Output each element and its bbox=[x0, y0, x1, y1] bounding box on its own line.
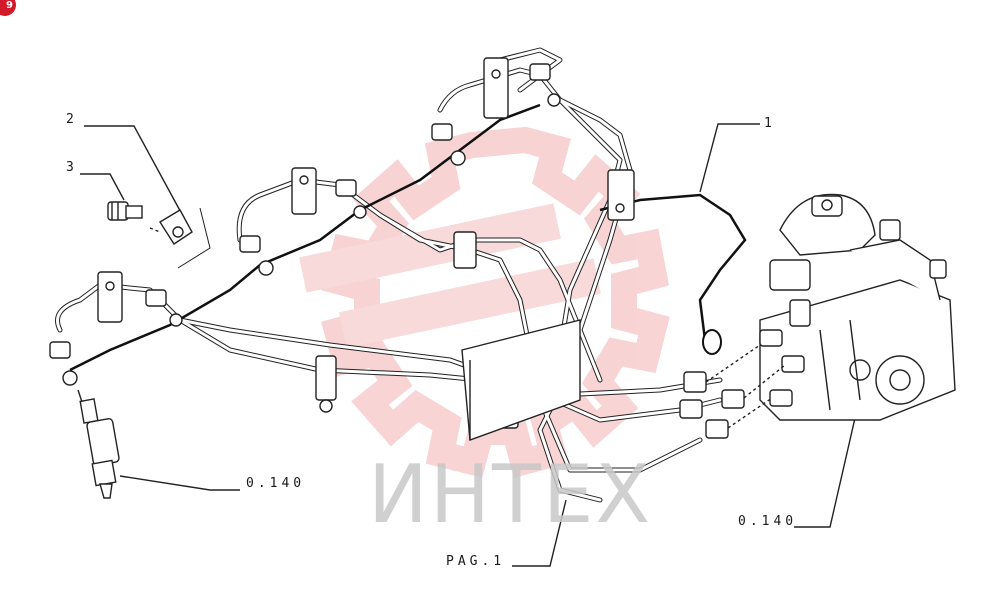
leader-bracket bbox=[177, 207, 211, 269]
watermark-text: ИНТЕХ bbox=[368, 448, 653, 541]
corner-badge: 9 bbox=[0, 0, 16, 16]
mounting-bracket bbox=[461, 319, 581, 441]
callout-ref-pump: 0.140 bbox=[738, 514, 798, 529]
pump-nuts bbox=[679, 344, 786, 439]
leader-lines bbox=[80, 123, 859, 567]
fitting-part-3 bbox=[107, 201, 143, 221]
leader-part-1 bbox=[699, 123, 760, 193]
leader-pump bbox=[794, 404, 859, 528]
injector bbox=[77, 389, 120, 499]
leader-part-3 bbox=[80, 173, 125, 201]
clip-part-2 bbox=[149, 209, 193, 245]
leader-injector bbox=[119, 475, 240, 491]
callout-ref-page: PAG.1 bbox=[446, 554, 506, 569]
leader-page bbox=[512, 499, 567, 567]
injection-pump bbox=[759, 193, 956, 421]
callout-part-3: 3 bbox=[66, 160, 78, 175]
return-hose bbox=[69, 103, 747, 372]
callout-ref-injector: 0.140 bbox=[246, 476, 306, 491]
callout-part-2: 2 bbox=[66, 112, 78, 127]
pipe-nuts bbox=[49, 63, 561, 386]
leader-part-2 bbox=[84, 125, 185, 219]
callout-part-1: 1 bbox=[764, 116, 776, 131]
